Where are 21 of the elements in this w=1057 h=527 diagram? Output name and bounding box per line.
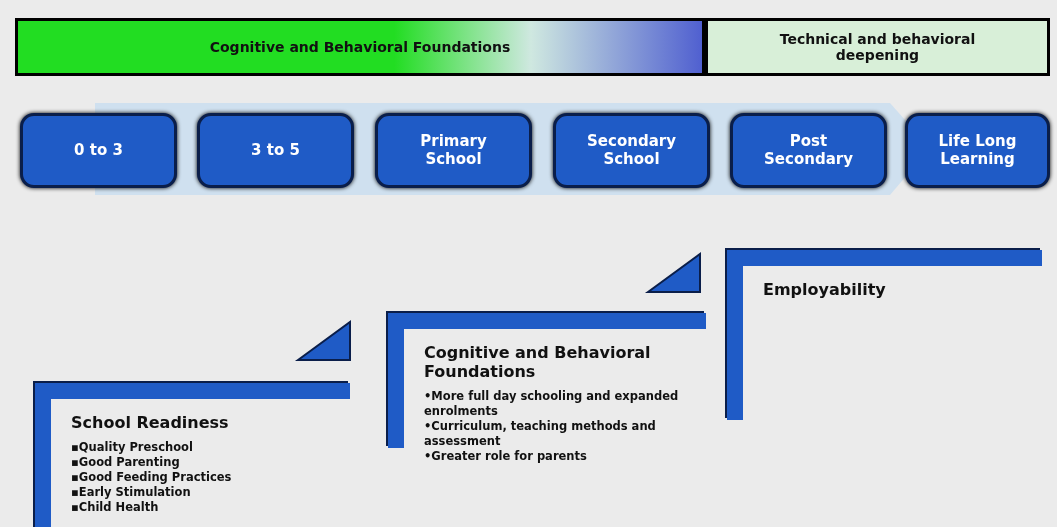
step-heading: Cognitive and Behavioral Foundations (424, 343, 652, 381)
phase-band: Technical and behavioral deepening (705, 18, 1050, 76)
stage-box: Primary School (375, 113, 532, 188)
stage-box: 0 to 3 (20, 113, 177, 188)
step-heading: School Readiness (71, 413, 229, 432)
bullet-item: •More full day schooling and expanded enrolments (424, 389, 680, 419)
step-block (35, 383, 350, 527)
bullet-item: ▪Child Health (71, 499, 160, 515)
bullet-item: ▪Early Stimulation (71, 484, 192, 500)
stage-box: Life Long Learning (905, 113, 1050, 188)
step-heading: Employability (763, 280, 886, 299)
bullet-item: •Greater role for parents (424, 448, 588, 464)
bullet-item: ▪Good Feeding Practices (71, 469, 233, 485)
bullet-item: ▪Good Parenting (71, 454, 181, 470)
step-block (727, 250, 1042, 420)
stage-box: Post Secondary (730, 113, 887, 188)
stage-box: Secondary School (553, 113, 710, 188)
bullet-item: ▪Quality Preschool (71, 440, 194, 455)
stage-box: 3 to 5 (197, 113, 354, 188)
bullet-item: •Curriculum, teaching methods and assessment (424, 418, 657, 449)
phase-band: Cognitive and Behavioral Foundations (15, 18, 705, 76)
